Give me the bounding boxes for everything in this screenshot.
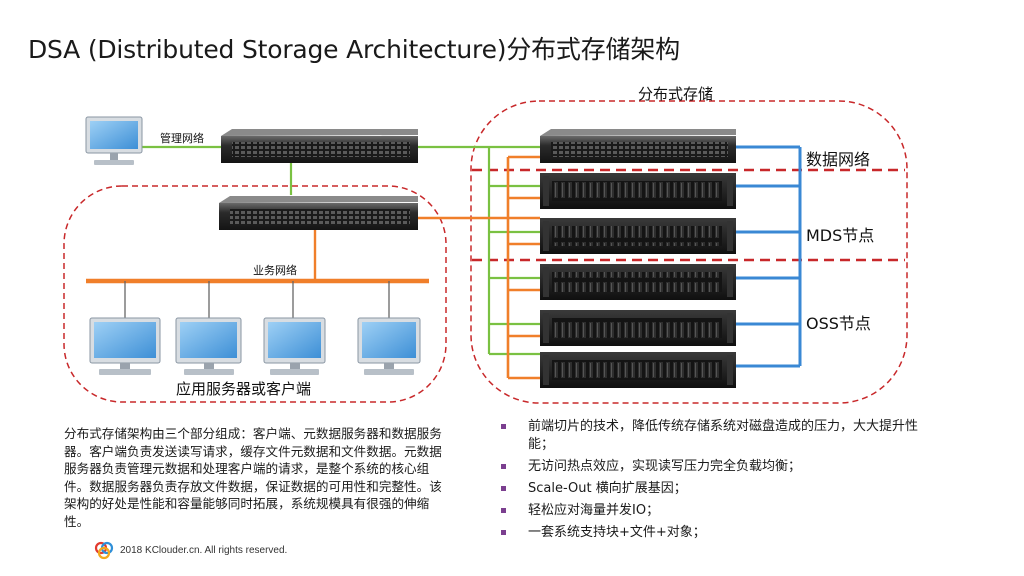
oss-server-icon: [540, 310, 736, 346]
bullet-icon: [501, 508, 506, 513]
oss-server-icon: [540, 264, 736, 300]
business-network-links: [86, 155, 540, 380]
copyright-text: 2018 KClouder.cn. All rights reserved.: [120, 544, 288, 556]
bullet-icon: [501, 486, 506, 491]
list-item: 无访问热点效应，实现读写压力完全负载均衡；: [498, 458, 918, 476]
business-network-label: 业务网络: [253, 264, 297, 277]
bullet-icon: [501, 424, 506, 429]
list-item: 轻松应对海量并发IO；: [498, 502, 918, 520]
bullet-icon: [501, 530, 506, 535]
bullet-icon: [501, 464, 506, 469]
client-pc-icon: [175, 317, 242, 375]
list-item: 前端切片的技术，降低传统存储系统对磁盘造成的压力，大大提升性能；: [498, 418, 918, 454]
storage-label: 分布式存储: [638, 85, 714, 103]
mds-node-label: MDS节点: [806, 226, 875, 245]
client-pc-icon: [263, 317, 326, 375]
management-pc-icon: [85, 116, 143, 165]
page-title: DSA (Distributed Storage Architecture)分布…: [28, 35, 680, 64]
client-zone: [63, 185, 447, 403]
mds-server-icon: [540, 218, 736, 254]
footer: 2018 KClouder.cn. All rights reserved.: [94, 540, 287, 560]
data-network-links: [736, 145, 802, 368]
client-pc-icon: [357, 317, 421, 375]
data-network-label: 数据网络: [806, 150, 871, 169]
business-switch-icon: [219, 196, 418, 230]
management-network-links: [141, 145, 540, 356]
management-network-label: 管理网络: [160, 132, 204, 145]
oss-node-label: OSS节点: [806, 314, 871, 333]
management-switch-icon: [221, 129, 418, 163]
app-servers-label: 应用服务器或客户端: [176, 380, 312, 398]
mds-server-icon: [540, 173, 736, 209]
kclouder-logo-icon: [94, 541, 114, 560]
feature-list: 前端切片的技术，降低传统存储系统对磁盘造成的压力，大大提升性能； 无访问热点效应…: [498, 418, 918, 546]
list-item: 一套系统支持块+文件+对象；: [498, 524, 918, 542]
storage-zone: [470, 100, 908, 404]
description-text: 分布式存储架构由三个部分组成：客户端、元数据服务器和数据服务器。客户端负责发送读…: [64, 426, 442, 529]
data-switch-icon: [540, 129, 736, 163]
client-pc-icon: [89, 317, 161, 375]
list-item: Scale-Out 横向扩展基因；: [498, 480, 918, 498]
oss-server-icon: [540, 352, 736, 388]
